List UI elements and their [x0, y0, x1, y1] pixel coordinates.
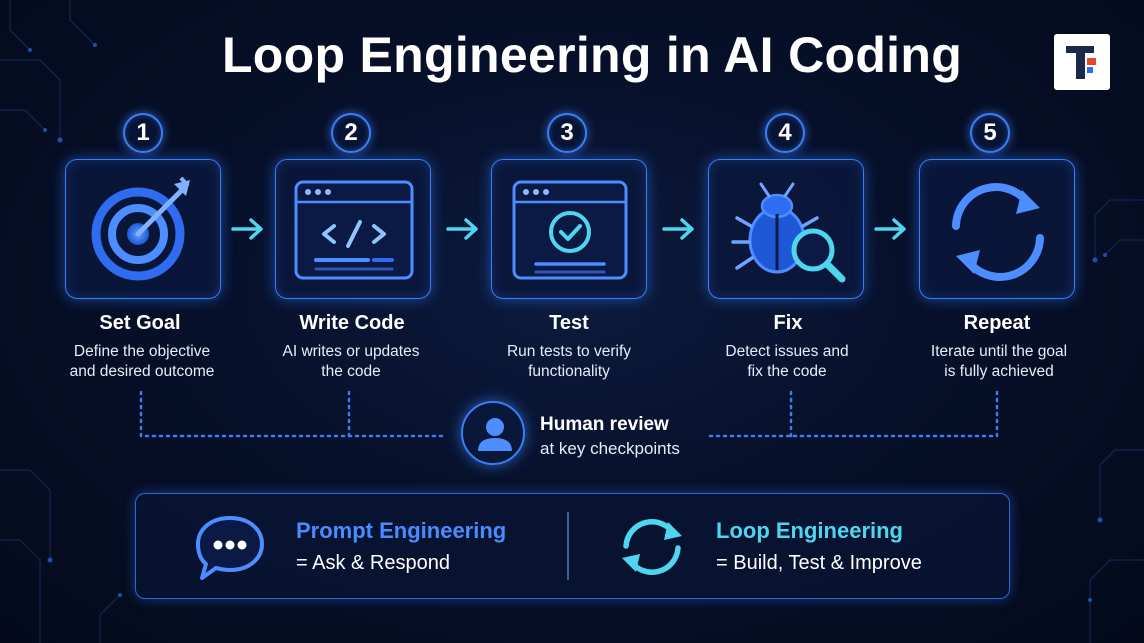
- chat-bubble-icon: [196, 516, 264, 580]
- step-number-4: 4: [765, 113, 805, 153]
- step-box-repeat: [919, 159, 1075, 299]
- human-review-subtitle: at key checkpoints: [540, 439, 680, 458]
- target-icon: [91, 176, 190, 281]
- step-label-set-goal: Set Goal: [99, 312, 181, 334]
- step-box-write-code: [275, 159, 431, 299]
- step-number-1: 1: [123, 113, 163, 153]
- step-label-write-code: Write Code: [299, 312, 405, 334]
- step-label-fix: Fix: [773, 312, 803, 334]
- arrow-right-icon: [446, 218, 478, 240]
- refresh-cycle-icon: [622, 519, 682, 575]
- step-number-2: 2: [331, 113, 371, 153]
- prompt-engineering-subtitle: = Ask & Respond: [296, 552, 450, 574]
- refresh-cycle-icon: [952, 183, 1044, 281]
- loop-engineering-title: Loop Engineering: [716, 518, 903, 543]
- step-box-set-goal: [65, 159, 221, 299]
- code-window-icon: [294, 180, 414, 280]
- brand-logo: [1054, 34, 1110, 90]
- step-number-5: 5: [970, 113, 1010, 153]
- step-label-test: Test: [549, 312, 589, 334]
- step-box-fix: [708, 159, 864, 299]
- arrow-right-icon: [662, 218, 694, 240]
- prompt-engineering-title: Prompt Engineering: [296, 518, 507, 543]
- test-check-window-icon: [512, 180, 628, 280]
- step-number-3: 3: [547, 113, 587, 153]
- arrow-right-icon: [231, 218, 263, 240]
- page-title: Loop Engineering in AI Coding: [221, 27, 963, 83]
- comparison-panel: [135, 493, 1010, 599]
- loop-engineering-subtitle: = Build, Test & Improve: [716, 552, 922, 574]
- human-review-title: Human review: [540, 414, 669, 435]
- bug-magnifier-icon: [731, 182, 846, 283]
- step-box-test: [491, 159, 647, 299]
- panel-divider: [567, 512, 569, 580]
- human-review-avatar: [461, 401, 525, 465]
- arrow-right-icon: [874, 218, 906, 240]
- user-icon: [478, 418, 512, 451]
- step-label-repeat: Repeat: [963, 312, 1031, 334]
